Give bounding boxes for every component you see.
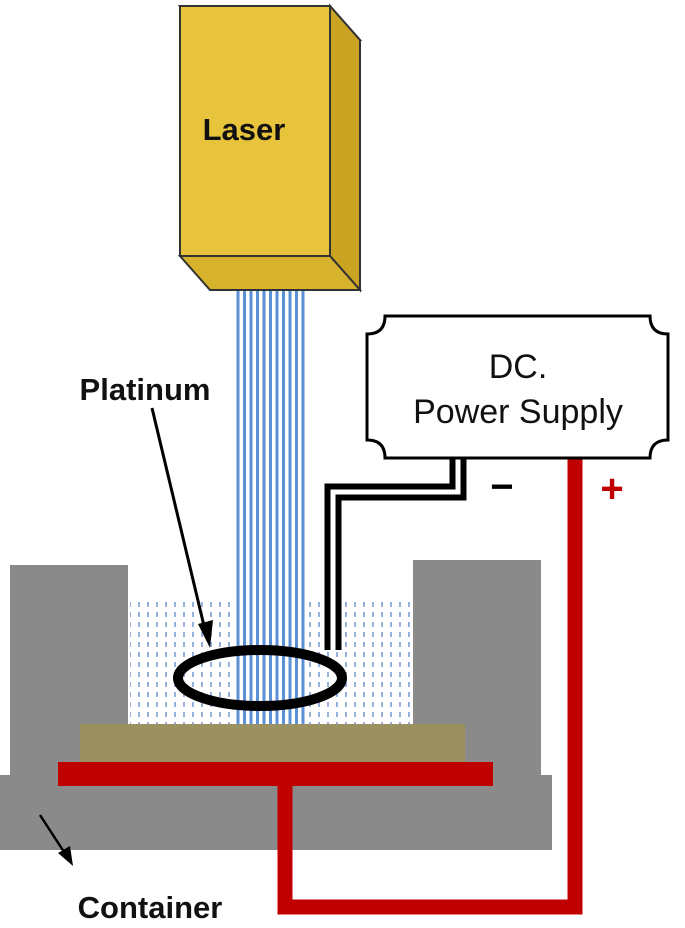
container-base <box>0 775 552 850</box>
laser-beam <box>236 290 307 724</box>
substrate <box>80 724 465 764</box>
platinum-pointer-arrow <box>150 407 213 648</box>
power-supply-box-icon <box>365 314 670 460</box>
positive-electrode-plate <box>58 762 493 786</box>
container-pointer-arrow <box>38 814 73 866</box>
container-label: Container <box>78 890 223 925</box>
platinum-label: Platinum <box>80 372 211 407</box>
negative-wire-inner <box>330 455 461 650</box>
positive-terminal-sign: + <box>600 467 623 511</box>
laser-bottom-face <box>177 255 363 291</box>
power-supply-label-line1: DC. <box>489 348 548 386</box>
positive-wire <box>277 455 583 915</box>
ring-electrode-icon <box>173 645 347 711</box>
negative-terminal-sign: − <box>490 465 513 509</box>
positive-circuit <box>58 455 583 915</box>
container <box>0 560 552 850</box>
laser-block-icon <box>177 3 363 293</box>
power-supply-label-line2: Power Supply <box>413 393 623 431</box>
laser-side-face <box>329 3 361 293</box>
laser-label: Laser <box>203 112 286 147</box>
